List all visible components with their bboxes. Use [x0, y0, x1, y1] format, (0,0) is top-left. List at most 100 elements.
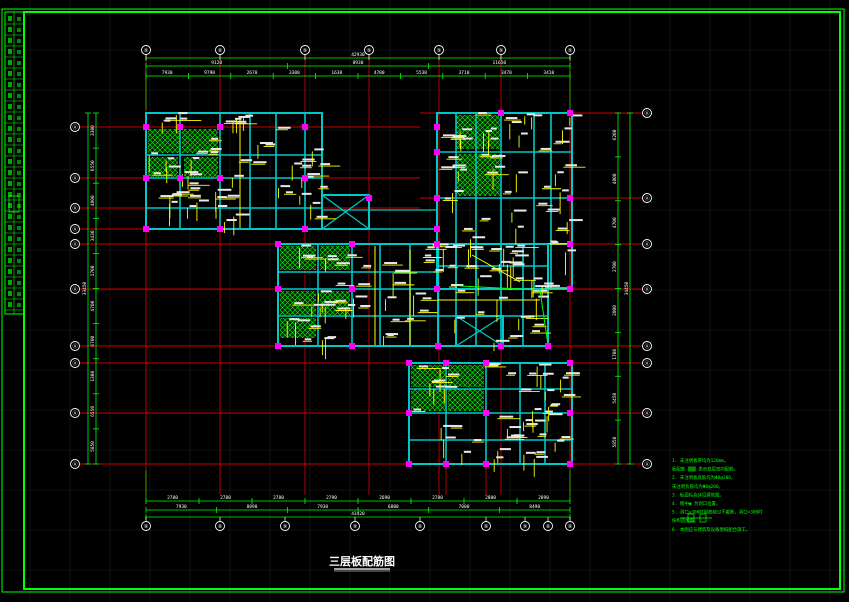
rebar-label — [562, 189, 569, 192]
rebar-label — [501, 260, 511, 263]
rebar-label — [515, 277, 524, 280]
axis-bubble-right — [642, 108, 652, 118]
dim-top-row3-label: 2670 — [247, 70, 258, 76]
outer-frame — [1, 8, 845, 593]
axis-bubble-right-label: Ⓐ — [644, 195, 649, 202]
axis-bubble-bottom-label: ⑨ — [144, 524, 149, 530]
axis-bubble-left-label: Ⓐ — [72, 410, 77, 417]
rebar-label — [303, 175, 314, 178]
column — [434, 286, 440, 292]
rebar-label — [424, 254, 432, 257]
dim-left-chain-label: 6550 — [90, 406, 96, 417]
column — [177, 175, 183, 181]
axis-bubble-right — [642, 284, 652, 294]
rebar-label — [517, 225, 524, 228]
axis-bubble-bottom-label: ⑨ — [283, 524, 288, 530]
rebar-label — [355, 295, 368, 298]
rebar-label — [539, 433, 547, 436]
title-block-glyph — [17, 94, 21, 98]
rebar-label — [237, 120, 247, 123]
rebar-label — [557, 439, 565, 442]
rebar-label — [532, 330, 540, 333]
dim-bottom-row1-label: 2890 — [538, 495, 549, 501]
rebar-label — [387, 296, 397, 299]
rebar-label — [310, 325, 321, 328]
rebar-label — [547, 208, 560, 211]
dim-right-total-label: 34450 — [624, 281, 630, 295]
title-block-glyph — [17, 39, 21, 43]
rebar-label — [444, 197, 451, 200]
title-block-glyph — [8, 49, 12, 54]
rebar-label — [301, 192, 312, 195]
rebar-label — [490, 127, 497, 130]
title-block-glyph — [17, 83, 21, 87]
rebar-label — [307, 173, 320, 176]
axis-bubble-left — [70, 341, 80, 351]
rebar-label — [543, 185, 551, 188]
note-line: 6. 本图应与建筑及设备图纸配合施工。 — [672, 526, 750, 533]
axis-bubble-right-label: Ⓐ — [644, 461, 649, 468]
dim-right-chain-label: 4700 — [612, 217, 618, 228]
title-block-glyph — [8, 236, 12, 241]
axis-bubble-left-label: Ⓐ — [72, 461, 77, 468]
dim-top-row3-label: 3710 — [459, 70, 470, 76]
rebar-label — [562, 376, 569, 379]
axis-bubble-right-label: Ⓐ — [644, 360, 649, 367]
rebar-label — [487, 171, 499, 174]
rebar-label — [442, 134, 455, 137]
axis-bubble-left-label: Ⓐ — [72, 226, 77, 233]
rebar-label — [499, 415, 514, 418]
column — [349, 286, 355, 292]
rebar-label — [301, 244, 312, 247]
column — [434, 226, 440, 232]
rebar-label — [544, 282, 554, 285]
column — [434, 241, 440, 247]
title-block-glyph — [17, 17, 21, 21]
rebar-label — [521, 132, 528, 135]
axis-bubble-left-label: Ⓐ — [72, 343, 77, 350]
rebar-label — [511, 121, 522, 124]
title-block-glyph — [8, 302, 12, 307]
axis-bubble-right — [642, 358, 652, 368]
note-symbol-box — [687, 513, 695, 523]
rebar-label — [547, 389, 555, 392]
rebar-label — [481, 217, 491, 220]
dim-top-row2-label: 9120 — [211, 60, 222, 66]
rebar-label — [448, 373, 460, 376]
axis-bubble-right-label: Ⓐ — [644, 110, 649, 117]
rebar-long — [471, 254, 521, 283]
rebar-label — [294, 162, 303, 165]
rebar-label — [387, 334, 394, 337]
rebar-label — [473, 439, 482, 442]
title-block-glyph — [8, 137, 12, 142]
rebar-label — [525, 451, 536, 454]
rebar-label — [259, 142, 273, 145]
dim-bottom-row2-label: 7930 — [176, 504, 187, 510]
column — [275, 286, 281, 292]
beam-outlines — [145, 112, 573, 465]
axis-bubble-left-label: Ⓐ — [72, 124, 77, 131]
title-block-glyph — [17, 61, 21, 65]
axis-bubble-top-label: ⑨ — [303, 48, 308, 54]
rebar-label — [536, 455, 548, 458]
title-block-glyph — [17, 127, 21, 131]
axis-bubble-left-label: Ⓐ — [72, 286, 77, 293]
rebar-label — [190, 194, 201, 197]
dim-left-total-label: 33450 — [82, 281, 88, 295]
axis-bubble-right — [642, 459, 652, 469]
rebar-label — [470, 246, 483, 249]
rebar-label — [517, 244, 526, 247]
rebar-label — [450, 284, 464, 287]
column — [567, 286, 573, 292]
title-block-glyph — [8, 27, 12, 32]
rebar-label — [335, 299, 347, 302]
rebar-label — [227, 194, 240, 197]
title-block-glyph — [8, 71, 12, 76]
drawing-notes: 1. 未注明板厚均为120mm。 板配筋 ▒▒▒ 表示双层双向配筋。2. 未注明… — [672, 457, 763, 533]
rebar-label — [460, 168, 468, 171]
title-block-glyph — [17, 105, 21, 109]
rebar-label — [509, 426, 522, 429]
rebar-label — [526, 113, 536, 116]
